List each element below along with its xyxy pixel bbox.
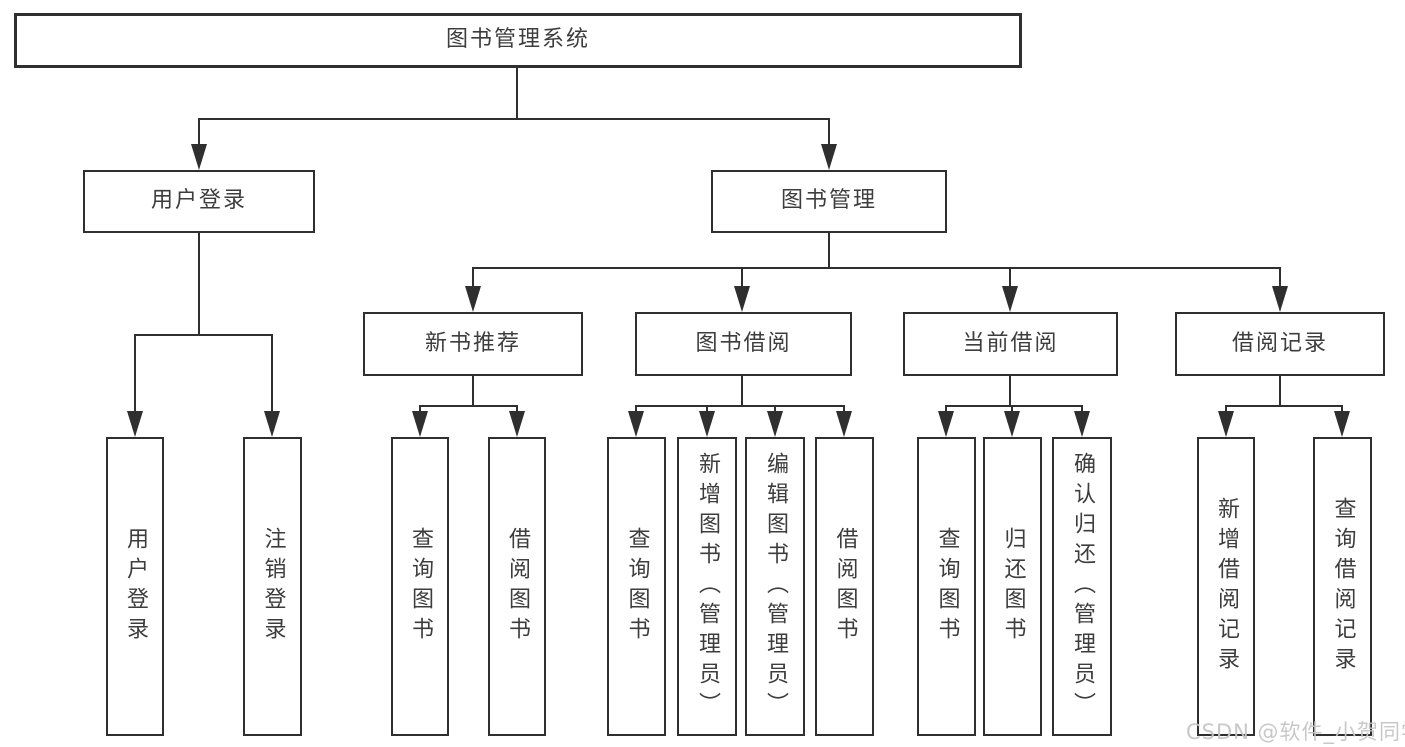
arrowhead-down-icon bbox=[628, 411, 644, 437]
connector-line bbox=[198, 233, 200, 336]
node-current-borrowing: 当前借阅 bbox=[903, 312, 1118, 376]
leaf-user-login: 用户登录 bbox=[106, 437, 164, 736]
leaf-current-confirm-return-admin: 确认归还（管理员） bbox=[1052, 437, 1112, 736]
connector-line bbox=[774, 406, 776, 411]
connector-line bbox=[1279, 268, 1281, 286]
connector-line bbox=[198, 118, 830, 120]
connector-line bbox=[1279, 376, 1281, 407]
arrowhead-down-icon bbox=[1334, 411, 1350, 437]
arrowhead-down-icon bbox=[734, 286, 750, 312]
arrowhead-down-icon bbox=[1218, 411, 1234, 437]
connector-line bbox=[741, 268, 743, 286]
connector-line bbox=[945, 405, 1083, 407]
connector-line bbox=[635, 405, 845, 407]
connector-line bbox=[472, 376, 474, 407]
connector-line bbox=[198, 119, 200, 144]
arrowhead-down-icon bbox=[767, 411, 783, 437]
arrowhead-down-icon bbox=[1004, 411, 1020, 437]
arrowhead-down-icon bbox=[938, 411, 954, 437]
node-borrowing-records: 借阅记录 bbox=[1175, 312, 1385, 376]
connector-line bbox=[271, 335, 273, 411]
connector-line bbox=[1081, 406, 1083, 411]
connector-line bbox=[472, 267, 1281, 269]
connector-line bbox=[516, 406, 518, 411]
connector-line bbox=[472, 268, 474, 286]
leaf-records-query-record: 查询借阅记录 bbox=[1313, 437, 1372, 736]
leaf-recommend-query-books: 查询图书 bbox=[391, 437, 449, 736]
leaf-current-return-books: 归还图书 bbox=[983, 437, 1042, 736]
connector-line bbox=[1011, 406, 1013, 411]
leaf-borrow-edit-books-admin: 编辑图书（管理员） bbox=[745, 437, 805, 736]
arrowhead-down-icon bbox=[127, 411, 143, 437]
connector-line bbox=[516, 68, 518, 120]
connector-line bbox=[843, 406, 845, 411]
arrowhead-down-icon bbox=[264, 411, 280, 437]
watermark-text: CSDN @软件_小贺同学 bbox=[1186, 720, 1405, 744]
arrowhead-down-icon bbox=[836, 411, 852, 437]
connector-line bbox=[828, 233, 830, 269]
connector-line bbox=[706, 406, 708, 411]
connector-line bbox=[1009, 376, 1011, 407]
connector-line bbox=[635, 406, 637, 411]
arrowhead-down-icon bbox=[1074, 411, 1090, 437]
connector-line bbox=[1009, 268, 1011, 286]
connector-line bbox=[419, 406, 421, 411]
connector-line bbox=[1225, 405, 1343, 407]
arrowhead-down-icon bbox=[699, 411, 715, 437]
arrowhead-down-icon bbox=[1002, 286, 1018, 312]
leaf-current-query-books: 查询图书 bbox=[917, 437, 976, 736]
node-root: 图书管理系统 bbox=[14, 13, 1022, 68]
leaf-borrow-add-books-admin: 新增图书（管理员） bbox=[677, 437, 737, 736]
arrowhead-down-icon bbox=[1272, 286, 1288, 312]
leaf-records-add-record: 新增借阅记录 bbox=[1197, 437, 1255, 736]
arrowhead-down-icon bbox=[821, 144, 837, 170]
connector-line bbox=[134, 335, 136, 411]
leaf-recommend-borrow-books: 借阅图书 bbox=[488, 437, 546, 736]
leaf-borrow-query-books: 查询图书 bbox=[607, 437, 666, 736]
connector-line bbox=[419, 405, 518, 407]
connector-line bbox=[945, 406, 947, 411]
node-user-login: 用户登录 bbox=[83, 170, 315, 233]
leaf-borrow-borrow-books: 借阅图书 bbox=[815, 437, 874, 736]
arrowhead-down-icon bbox=[465, 286, 481, 312]
node-book-management: 图书管理 bbox=[711, 170, 947, 233]
arrowhead-down-icon bbox=[191, 144, 207, 170]
connector-line bbox=[134, 334, 273, 336]
connector-line bbox=[1225, 406, 1227, 411]
connector-line bbox=[1341, 406, 1343, 411]
arrowhead-down-icon bbox=[412, 411, 428, 437]
connector-line bbox=[828, 119, 830, 144]
node-book-borrowing: 图书借阅 bbox=[635, 312, 852, 376]
arrowhead-down-icon bbox=[509, 411, 525, 437]
node-new-book-recommendation: 新书推荐 bbox=[363, 312, 583, 376]
leaf-logout: 注销登录 bbox=[243, 437, 302, 736]
connector-line bbox=[741, 376, 743, 407]
